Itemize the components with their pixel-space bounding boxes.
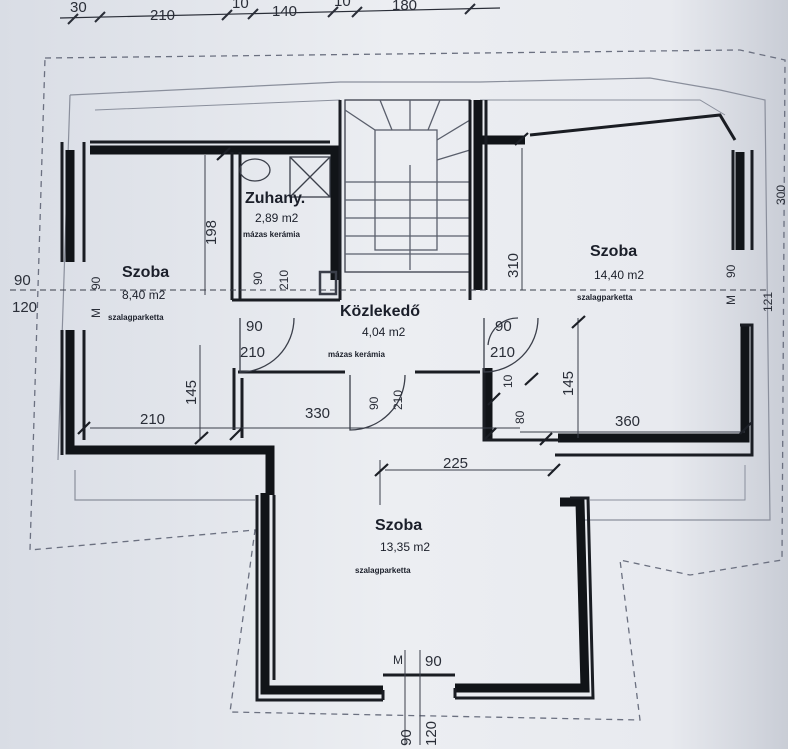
- shower-fixtures: [239, 156, 338, 296]
- roof-outline: [29, 49, 786, 721]
- dim-right-window-2: 121: [761, 292, 775, 312]
- shower-floor: mázas kerámia: [243, 230, 300, 239]
- left-room-area: 8,40 m2: [122, 288, 166, 302]
- dim-corridor-door-right-1: 90: [495, 318, 512, 335]
- dim-left-window-1: 90: [14, 272, 31, 289]
- bottom-room-area: 13,35 m2: [380, 540, 430, 554]
- door-swings: [239, 317, 539, 431]
- right-room-name: Szoba: [590, 243, 637, 260]
- dim-corridor-door-right-2: 210: [490, 344, 515, 361]
- dim-left-window-3: 90: [89, 276, 103, 290]
- corridor-name: Közlekedő: [340, 303, 420, 320]
- bottom-room-floor: szalagparketta: [355, 566, 411, 575]
- dim-left-room-width: 210: [140, 411, 165, 428]
- corridor-floor: mázas kerámia: [328, 350, 385, 359]
- dimension-lines: [10, 148, 770, 745]
- dim-right-room-depth: 145: [560, 371, 577, 396]
- dim-right-room-width: 360: [615, 413, 640, 430]
- eave-right: [585, 89, 771, 521]
- top-dim-6: 180: [392, 0, 417, 14]
- top-dim-2: 210: [150, 7, 175, 24]
- dim-bottom-door-2: 210: [391, 390, 405, 410]
- dim-stair-height: 310: [505, 253, 522, 278]
- shower-area: 2,89 m2: [255, 211, 299, 225]
- dim-right-door-10: 10: [501, 374, 515, 388]
- eave-right-2: [590, 465, 746, 501]
- dim-bottom-window-m: M: [393, 653, 403, 667]
- dim-bottom-door-1: 90: [367, 396, 381, 410]
- right-room-area: 14,40 m2: [594, 268, 644, 282]
- dim-left-room-depth: 145: [183, 380, 200, 405]
- dim-left-m: M: [89, 308, 103, 318]
- dim-bottom-window-90: 90: [425, 653, 442, 670]
- dim-bottom-sill-2: 120: [423, 721, 440, 746]
- left-room-name: Szoba: [122, 264, 169, 281]
- dim-right-edge: 300: [774, 185, 788, 205]
- eave-line-2: [94, 99, 726, 116]
- top-dim-4: 140: [272, 3, 297, 20]
- dim-shower-door-1: 90: [251, 271, 265, 285]
- bottom-room-name: Szoba: [375, 517, 422, 534]
- dimension-ticks: [77, 132, 753, 477]
- top-dim-1: 30: [70, 0, 87, 16]
- top-dim-5: 10: [334, 0, 351, 10]
- corridor-area: 4,04 m2: [362, 325, 406, 339]
- top-dimension-ticks: [67, 3, 476, 25]
- dim-right-m: M: [724, 295, 738, 305]
- staircase: [344, 99, 471, 273]
- eave-line: [69, 77, 721, 96]
- dim-corridor-door-left-2: 210: [240, 344, 265, 361]
- dim-left-window-2: 120: [12, 299, 37, 316]
- dim-bottom-room-width: 225: [443, 455, 468, 472]
- dim-corridor-width: 330: [305, 405, 330, 422]
- dim-right-door-80: 80: [513, 410, 527, 424]
- walls-thin: [60, 100, 754, 702]
- dim-right-window-1: 90: [724, 264, 738, 278]
- dim-shower-height: 198: [203, 220, 220, 245]
- top-dimension-line: [59, 7, 501, 19]
- dim-bottom-sill-1: 90: [398, 729, 415, 746]
- right-room-floor: szalagparketta: [577, 293, 633, 302]
- shower-name: Zuhany.: [245, 190, 305, 207]
- top-dim-3: 10: [232, 0, 249, 12]
- left-room-floor: szalagparketta: [108, 313, 164, 322]
- dim-shower-door-2: 210: [277, 270, 291, 290]
- walls: [65, 100, 750, 695]
- dim-corridor-door-left-1: 90: [246, 318, 263, 335]
